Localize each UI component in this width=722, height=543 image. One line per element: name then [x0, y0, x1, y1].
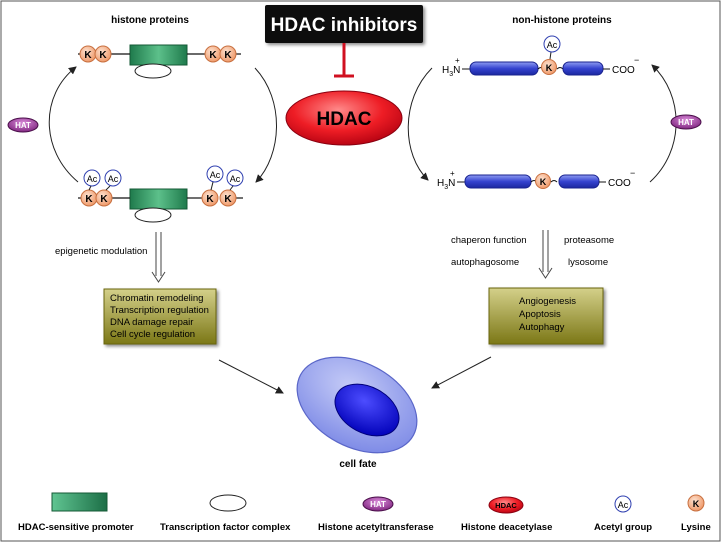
promoter-top: [129, 44, 188, 66]
svg-text:COO: COO: [612, 65, 635, 76]
svg-text:Ac: Ac: [87, 174, 98, 184]
hdac-inhibitors-box: [265, 5, 423, 43]
deacetylation-arrow: [254, 67, 277, 183]
svg-text:K: K: [224, 194, 232, 205]
svg-text:K: K: [693, 499, 700, 509]
deacetylation-arrow-nonhistone: [407, 67, 433, 181]
outcome-angiogenesis: Angiogenesis: [519, 296, 576, 307]
hdac-ellipse: [285, 90, 403, 146]
title: HDAC inhibitors: [271, 15, 418, 36]
svg-text:Ac: Ac: [547, 40, 558, 50]
nonhistone-label: non-histone proteins: [512, 15, 612, 26]
svg-text:HDAC: HDAC: [495, 501, 517, 510]
svg-text:COO: COO: [608, 178, 631, 189]
double-arrow-right: [538, 230, 553, 279]
legend-hdac-label: Histone deacetylase: [461, 522, 552, 533]
process-chaperon: chaperon function: [451, 235, 527, 246]
process-lysosome: lysosome: [568, 257, 608, 268]
svg-text:Ac: Ac: [210, 170, 221, 180]
svg-text:K: K: [546, 63, 553, 73]
outcome-autophagy: Autophagy: [519, 322, 565, 333]
acetylated-lysines-bottom: K K K K Ac Ac Ac Ac: [80, 165, 244, 207]
cell-fate-label: cell fate: [339, 459, 377, 470]
epigenetic-modulation: epigenetic modulation: [55, 246, 147, 257]
legend-hdac-swatch: [488, 496, 524, 514]
cell-icon: [296, 356, 418, 454]
acetylation-arrow-histone: [48, 66, 79, 183]
legend-hat-swatch: [362, 496, 394, 512]
legend-tf-label: Transcription factor complex: [160, 522, 291, 533]
legend-k-label: Lysine: [681, 522, 711, 533]
svg-text:HAT: HAT: [15, 121, 31, 130]
hdac-label: HDAC: [317, 109, 372, 130]
svg-text:HAT: HAT: [678, 118, 694, 127]
outcome-dna-repair: DNA damage repair: [110, 317, 193, 328]
outcome-cell-cycle: Cell cycle regulation: [110, 329, 195, 340]
svg-text:K: K: [100, 194, 108, 205]
svg-text:Ac: Ac: [230, 174, 241, 184]
svg-text:K: K: [84, 50, 92, 61]
legend-ac-swatch: [614, 495, 632, 513]
outcome-transcription: Transcription regulation: [110, 305, 209, 316]
legend-k-swatch: [687, 494, 705, 512]
peptide-bottom: H3N + K COO −: [437, 168, 635, 191]
outcome-chromatin: Chromatin remodeling: [110, 293, 203, 304]
process-proteasome: proteasome: [564, 235, 614, 246]
tf-complex-top: [134, 63, 172, 79]
svg-text:Ac: Ac: [618, 500, 629, 510]
legend-promoter-label: HDAC-sensitive promoter: [18, 522, 134, 533]
nonhistone-outcomes-box: [488, 287, 604, 345]
hat-badge-right: HAT: [670, 114, 702, 130]
legend-promoter-swatch: [51, 492, 108, 512]
histone-label: histone proteins: [111, 15, 189, 26]
svg-text:K: K: [224, 50, 232, 61]
svg-text:H3N: H3N: [437, 178, 455, 191]
svg-text:Ac: Ac: [108, 174, 119, 184]
svg-text:+: +: [455, 56, 460, 65]
legend-hat-label: Histone acetyltransferase: [318, 522, 434, 533]
svg-text:+: +: [450, 169, 455, 178]
legend-ac-label: Acetyl group: [594, 522, 652, 533]
peptide-top: H3N + K Ac COO −: [442, 35, 639, 78]
arrow-to-cell-right: [431, 356, 492, 389]
lysine-k-top: K K K K: [79, 45, 237, 63]
promoter-bottom: [129, 188, 188, 210]
histone-outcomes-box: [103, 288, 217, 345]
svg-text:−: −: [634, 55, 639, 65]
svg-text:K: K: [206, 194, 214, 205]
svg-text:−: −: [630, 168, 635, 178]
tf-complex-bottom: [134, 207, 172, 223]
outcome-apoptosis: Apoptosis: [519, 309, 561, 320]
svg-text:K: K: [85, 194, 93, 205]
svg-text:K: K: [99, 50, 107, 61]
hat-badge-left: HAT: [7, 117, 39, 133]
arrow-to-cell-left: [218, 359, 284, 394]
legend: HDAC-sensitive promoter Transcription fa…: [18, 492, 711, 533]
svg-text:HAT: HAT: [370, 500, 386, 509]
svg-text:K: K: [540, 177, 547, 187]
legend-tf-swatch: [209, 494, 247, 512]
process-autophagosome: autophagosome: [451, 257, 519, 268]
svg-text:H3N: H3N: [442, 65, 460, 78]
double-arrow-left: [151, 232, 166, 283]
svg-text:K: K: [209, 50, 217, 61]
